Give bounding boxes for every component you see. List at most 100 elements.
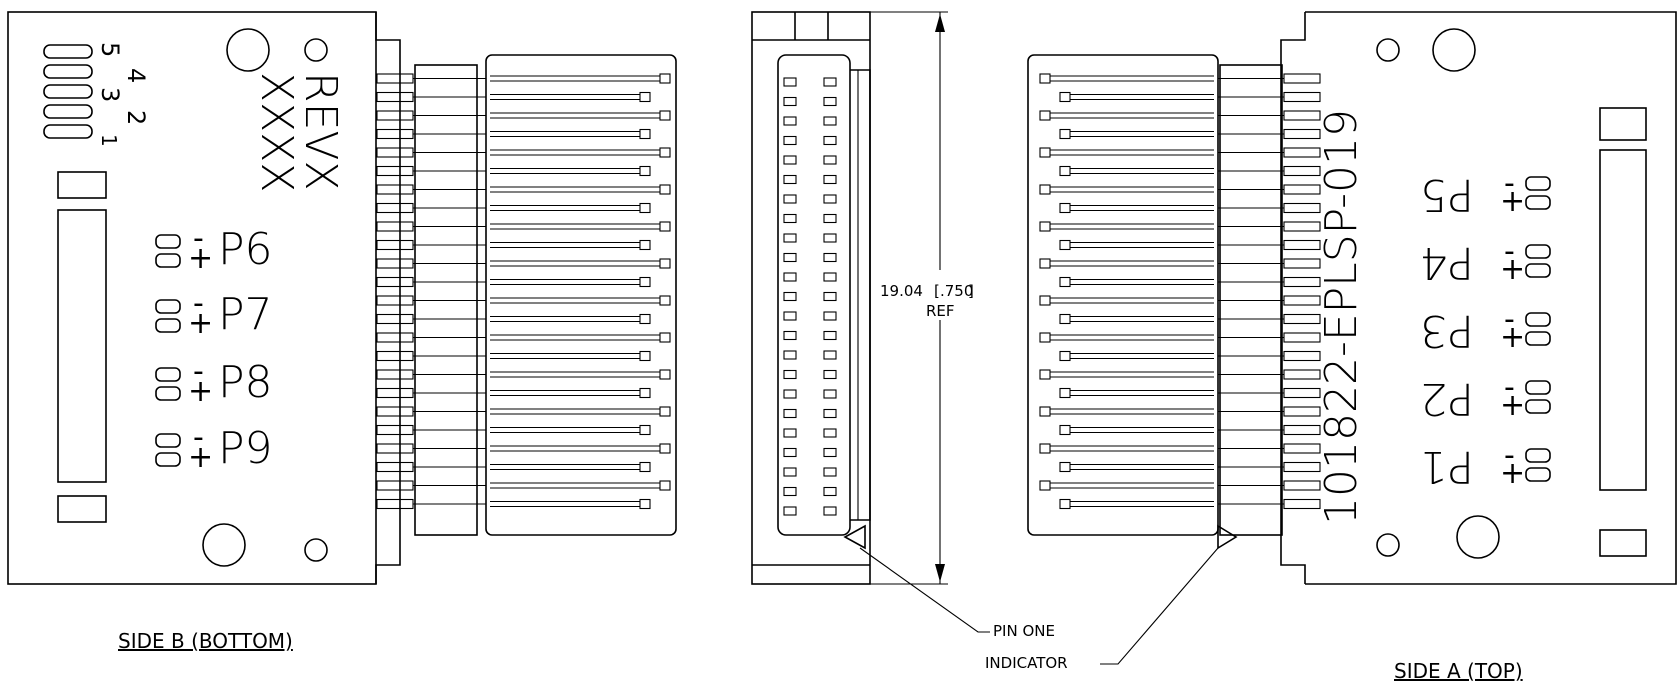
flex-trace-pad bbox=[1059, 165, 1071, 177]
flex-trace-pad bbox=[1039, 110, 1051, 121]
flex-trace bbox=[490, 186, 660, 193]
flex-trace bbox=[490, 482, 660, 489]
side-a-connector-step bbox=[1280, 12, 1306, 584]
dimension-ref: REF bbox=[926, 302, 955, 320]
flex-trace bbox=[1050, 112, 1214, 119]
side-a-pad-p1: - + P1 bbox=[1419, 438, 1551, 492]
flex-trace-pad bbox=[659, 295, 671, 306]
flex-trace-pad bbox=[659, 73, 671, 84]
connector-pin bbox=[783, 96, 797, 107]
flex-trace bbox=[490, 204, 640, 212]
pin-one-triangle-center bbox=[843, 524, 866, 550]
flex-trace bbox=[1070, 204, 1214, 212]
svg-text:-: - bbox=[1504, 166, 1515, 201]
connector-pin bbox=[823, 116, 837, 126]
connector-pin bbox=[823, 369, 837, 380]
contact-finger bbox=[376, 184, 414, 195]
connector-pin bbox=[823, 96, 837, 107]
flex-trace-pad bbox=[639, 424, 651, 436]
side-b-flex-cable bbox=[485, 54, 677, 536]
connector-side-rails bbox=[752, 39, 870, 566]
contact-finger bbox=[376, 147, 414, 158]
svg-text:-: - bbox=[1504, 234, 1515, 269]
flex-trace-pad bbox=[1059, 239, 1071, 251]
flex-trace-pad bbox=[659, 258, 671, 269]
flex-trace bbox=[1050, 445, 1214, 452]
contact-finger bbox=[1283, 202, 1321, 214]
connector-pin bbox=[823, 174, 837, 185]
flex-trace-pad bbox=[639, 387, 651, 399]
pad-number-4: 4 bbox=[122, 68, 150, 83]
flex-trace-pad bbox=[639, 165, 651, 177]
pad-label-p6: P6 bbox=[218, 224, 273, 275]
flex-trace-pad bbox=[659, 406, 671, 417]
connector-pin bbox=[783, 116, 797, 126]
side-b-pad-p8: - + P8 bbox=[155, 354, 273, 409]
pin-one-label-line1: PIN ONE bbox=[993, 622, 1055, 640]
connector-pin bbox=[823, 194, 837, 204]
flex-trace-pad bbox=[1039, 184, 1051, 195]
svg-text:-: - bbox=[1504, 302, 1515, 337]
dimension-extension-lines bbox=[870, 11, 948, 585]
connector-pin bbox=[823, 467, 837, 477]
flex-trace bbox=[490, 389, 640, 397]
flex-trace bbox=[1070, 352, 1214, 360]
flex-trace-pad bbox=[1059, 91, 1071, 103]
flex-trace-pad bbox=[1039, 221, 1051, 232]
flex-trace-pad bbox=[1039, 369, 1051, 380]
side-a-contact-fingers bbox=[1218, 73, 1321, 510]
connector-pin bbox=[823, 350, 837, 360]
side-a-title: SIDE A (TOP) bbox=[1394, 659, 1523, 683]
svg-text:-: - bbox=[193, 420, 204, 455]
connector-pin bbox=[783, 486, 797, 497]
contact-finger bbox=[1283, 276, 1321, 288]
svg-text:-: - bbox=[1504, 370, 1515, 405]
side-a-mount-hole-small bbox=[1376, 38, 1400, 62]
side-b-title: SIDE B (BOTTOM) bbox=[118, 629, 293, 653]
pin-one-label-line2: INDICATOR bbox=[985, 654, 1068, 672]
side-b-slot-small bbox=[57, 495, 107, 523]
dimension-inch-bracket-close: ] bbox=[968, 282, 974, 300]
svg-text:-: - bbox=[193, 354, 204, 389]
flex-trace bbox=[1050, 75, 1214, 82]
side-b-mount-hole-large bbox=[226, 28, 270, 72]
dimension-arrow-bottom bbox=[935, 564, 945, 582]
flex-trace-pad bbox=[639, 91, 651, 103]
side-a-flex-cable bbox=[1027, 54, 1219, 536]
flex-trace-pad bbox=[639, 461, 651, 473]
side-b-mount-hole-small bbox=[304, 38, 328, 62]
flex-trace bbox=[490, 93, 640, 101]
flex-trace bbox=[490, 278, 640, 286]
dimension-inch-bracket-open: [ bbox=[934, 282, 940, 300]
contact-finger bbox=[376, 202, 414, 214]
flex-trace bbox=[490, 167, 640, 175]
connector-pin bbox=[783, 369, 797, 380]
pin-one-leader-right bbox=[1100, 547, 1219, 665]
flex-trace-pad bbox=[659, 110, 671, 121]
flex-trace-pad bbox=[659, 184, 671, 195]
contact-finger bbox=[376, 110, 414, 121]
flex-trace bbox=[1070, 278, 1214, 286]
contact-finger bbox=[1283, 165, 1321, 177]
connector-pin bbox=[783, 408, 797, 419]
part-number: 101822-EPLSP-019 bbox=[1316, 109, 1367, 525]
flex-trace bbox=[1050, 297, 1214, 304]
center-side-view: 19.04 [ .750 ] REF PIN ONE INDICATOR bbox=[751, 11, 1219, 672]
contact-finger bbox=[376, 128, 414, 140]
side-b-pad-p9: - + P9 bbox=[155, 420, 273, 475]
contact-finger bbox=[376, 276, 414, 288]
side-b-connector-step bbox=[375, 12, 401, 584]
flex-trace bbox=[490, 352, 640, 360]
pin-one-leader-left bbox=[859, 547, 990, 633]
connector-pin bbox=[823, 389, 837, 399]
connector-pin bbox=[783, 194, 797, 204]
svg-text:-: - bbox=[1504, 438, 1515, 473]
connector-pin bbox=[823, 77, 837, 87]
contact-finger bbox=[1283, 184, 1321, 195]
connector-pin bbox=[823, 135, 837, 146]
contact-finger bbox=[376, 91, 414, 103]
flex-trace bbox=[490, 445, 660, 452]
flex-trace-pad bbox=[659, 443, 671, 454]
svg-text:+: + bbox=[188, 440, 213, 475]
contact-finger bbox=[1283, 424, 1321, 436]
